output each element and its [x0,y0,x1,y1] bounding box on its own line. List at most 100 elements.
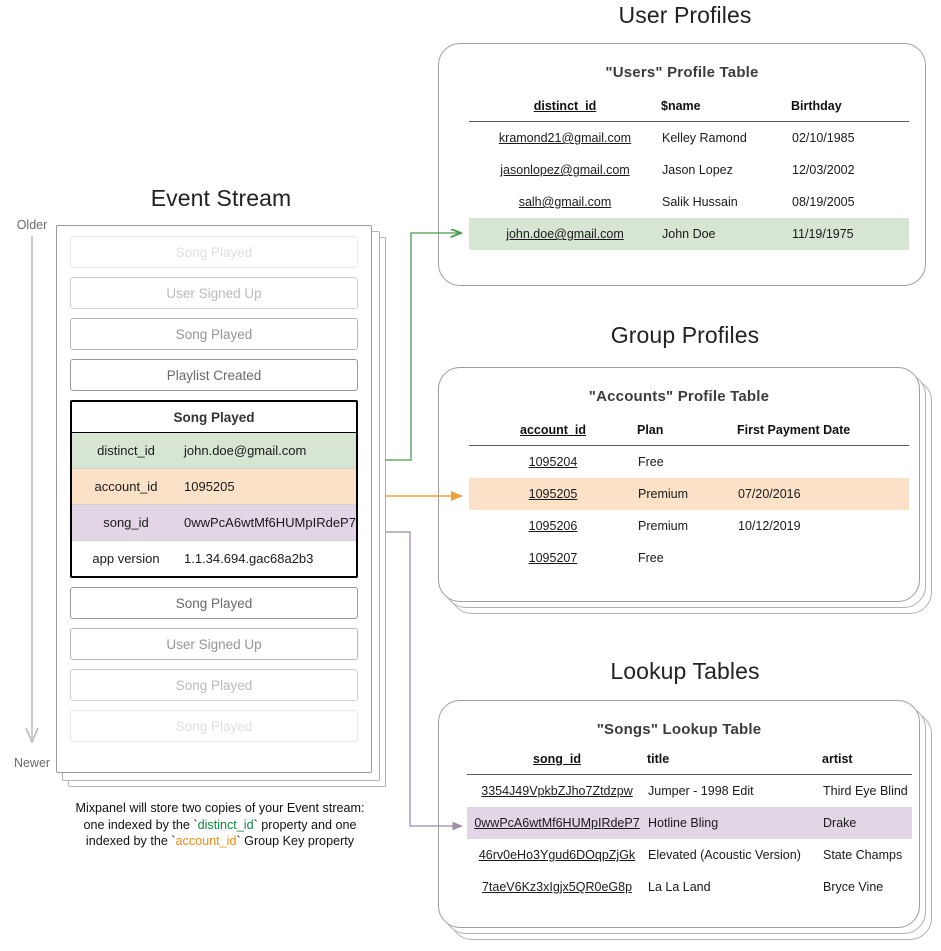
property-key: account_id [94,479,158,494]
column-header-birthday: Birthday [791,99,842,113]
header-rule [467,773,912,775]
column-header-distinct-id: distinct_id [533,99,597,113]
cell-song-id: 46rv0eHo3Ygud6DOqpZjGk [478,848,636,862]
table-row[interactable]: jasonlopez@gmail.com Jason Lopez 12/03/2… [469,154,909,186]
table-row[interactable]: 7taeV6Kz3xIgjx5QR0eG8p La La Land Bryce … [467,871,912,903]
cell-first-payment-date: 07/20/2016 [737,478,909,510]
caption-line-1: Mixpanel will store two copies of your E… [75,801,365,815]
event-item[interactable]: User Signed Up [70,628,358,660]
event-item[interactable]: Song Played [70,669,358,701]
lookup-tables-title: Lookup Tables [610,658,760,684]
songs-table-title: "Songs" Lookup Table [596,721,762,738]
users-profile-card: "Users" Profile Table distinct_id $name … [438,43,926,286]
column-header-plan: Plan [637,423,664,437]
event-stream-panel: Song Played User Signed Up Song Played P… [56,225,386,787]
caption-line-3: indexed by the `account_id` Group Key pr… [40,833,400,850]
account-id-token: account_id [175,834,237,848]
cell-account-id: 1095205 [469,478,637,510]
event-property-song-id: song_id 0wwPcA6wtMf6HUMpIRdeP7 [72,505,356,541]
cell-name: Salik Hussain [662,195,738,209]
cell-first-payment-date: 10/12/2019 [738,519,801,533]
cell-title: Hotline Bling [647,807,822,839]
column-header-name: $name [661,99,701,113]
cell-plan: Premium [638,519,689,533]
table-row[interactable]: 1095207 Free [469,542,909,574]
songs-lookup-card: "Songs" Lookup Table song_id title artis… [438,700,920,928]
property-key: distinct_id [97,443,155,458]
event-stream-container: Song Played User Signed Up Song Played P… [56,225,372,773]
table-row[interactable]: 1095206 Premium 10/12/2019 [469,510,909,542]
cell-plan: Free [638,551,664,565]
cell-name: Kelley Ramond [662,131,747,145]
users-table: distinct_id $name Birthday kramond21@gma… [469,89,909,250]
table-row-highlighted[interactable]: john.doe@gmail.com John Doe 11/19/1975 [469,218,909,250]
caption-line-2-suffix: ` property and one [253,817,357,832]
cell-birthday: 11/19/1975 [791,218,909,250]
songs-table: song_id title artist 3354J49VpkbZJho7Ztd… [467,742,912,903]
cell-name: John Doe [661,218,791,250]
event-property-app-version: app version 1.1.34.694.gac68a2b3 [72,541,356,576]
table-row[interactable]: 46rv0eHo3Ygud6DOqpZjGk Elevated (Acousti… [467,839,912,871]
accounts-table: account_id Plan First Payment Date 10952… [469,413,909,574]
cell-title: Elevated (Acoustic Version) [648,848,801,862]
event-item[interactable]: Song Played [70,710,358,742]
column-header-song-id: song_id [533,752,581,766]
cell-plan: Premium [637,478,737,510]
column-header-first-payment-date: First Payment Date [737,423,851,437]
event-property-account-id: account_id 1095205 [72,469,356,505]
header-rule [469,444,909,446]
caption-line-3-prefix: indexed by the ` [85,834,176,848]
table-row[interactable]: salh@gmail.com Salik Hussain 08/19/2005 [469,186,909,218]
cell-name: Jason Lopez [662,163,733,177]
age-axis: Older Newer [4,218,60,778]
table-row[interactable]: 3354J49VpkbZJho7Ztdzpw Jumper - 1998 Edi… [467,775,912,808]
selected-event-card[interactable]: Song Played distinct_id john.doe@gmail.c… [70,400,358,578]
cell-account-id: 1095204 [528,455,578,469]
accounts-table-title: "Accounts" Profile Table [588,388,770,405]
table-row[interactable]: 1095204 Free [469,446,909,479]
cell-distinct-id: kramond21@gmail.com [498,131,632,145]
caption-line-3-suffix: ` Group Key property [236,834,355,848]
selected-event-name: Song Played [72,402,356,433]
event-item[interactable]: User Signed Up [70,277,358,309]
table-row-highlighted[interactable]: 1095205 Premium 07/20/2016 [469,478,909,510]
event-item[interactable]: Song Played [70,318,358,350]
cell-account-id: 1095207 [528,551,578,565]
table-header-row: distinct_id $name Birthday [469,89,909,120]
caption-line-2-prefix: one indexed by the ` [83,817,198,832]
cell-birthday: 12/03/2002 [792,163,855,177]
property-value: 1.1.34.694.gac68a2b3 [184,551,314,566]
cell-plan: Free [638,455,664,469]
event-item[interactable]: Song Played [70,587,358,619]
cell-birthday: 08/19/2005 [792,195,855,209]
property-value: 0wwPcA6wtMf6HUMpIRdeP7 [184,515,356,530]
header-rule [469,120,909,122]
user-profiles-title: User Profiles [618,2,752,28]
event-item[interactable]: Playlist Created [70,359,358,391]
column-header-account-id: account_id [520,423,586,437]
cell-artist: Third Eye Blind [823,784,908,798]
cell-song-id: 7taeV6Kz3xIgjx5QR0eG8p [481,880,633,894]
property-key: song_id [103,515,149,530]
property-value: 1095205 [184,479,235,494]
axis-label-older: Older [16,218,48,232]
cell-title: Jumper - 1998 Edit [648,784,754,798]
accounts-profile-card: "Accounts" Profile Table account_id Plan… [438,367,920,602]
table-row[interactable]: kramond21@gmail.com Kelley Ramond 02/10/… [469,122,909,155]
event-property-distinct-id: distinct_id john.doe@gmail.com [72,433,356,469]
table-row-highlighted[interactable]: 0wwPcA6wtMf6HUMpIRdeP7 Hotline Bling Dra… [467,807,912,839]
group-profiles-title: Group Profiles [610,322,760,348]
cell-distinct-id: jasonlopez@gmail.com [500,163,630,177]
cell-artist: State Champs [823,848,903,862]
cell-distinct-id: john.doe@gmail.com [469,218,661,250]
cell-artist: Drake [822,807,912,839]
column-header-title: title [647,752,670,766]
property-key: app version [92,551,160,566]
axis-label-newer: Newer [13,756,51,770]
event-stream-title: Event Stream [150,185,292,211]
caption-line-2: one indexed by the `distinct_id` propert… [40,817,400,834]
cell-birthday: 02/10/1985 [792,131,855,145]
event-item[interactable]: Song Played [70,236,358,268]
cell-artist: Bryce Vine [823,880,884,894]
cell-distinct-id: salh@gmail.com [518,195,612,209]
